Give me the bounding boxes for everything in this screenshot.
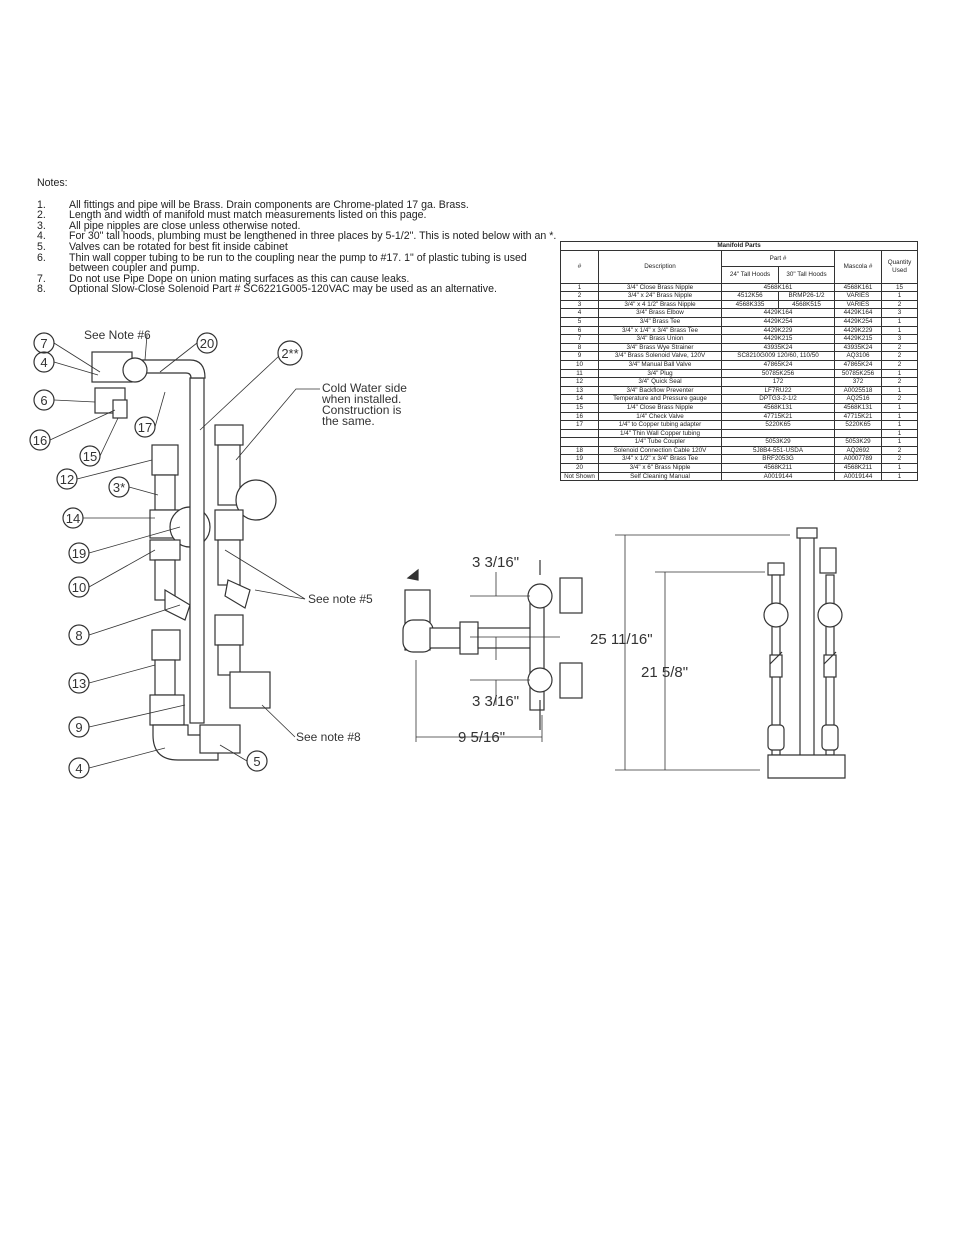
col-header-num: # [560,249,599,284]
see-note-8-label: See note #8 [296,730,361,744]
leader-lines [49,334,320,769]
callout-label: 12 [60,472,74,487]
top-view-drawing [402,560,583,730]
callout-label: 6 [40,393,47,408]
callout-label: 14 [66,511,80,526]
note-item: 3. All pipe nipples are close unless othe… [37,221,562,232]
note-item: 6. Thin wall copper tubing to be run to t… [37,251,562,275]
dim-width: 9 5/16" [458,729,505,746]
callout-label: 7 [40,336,47,351]
callout-label: 3* [113,480,125,495]
note-text: All pipe nipples are close unless otherw… [69,219,301,232]
note-number: 2. [37,209,46,222]
note-item: 1. All fittings and pipe will be Brass. D… [37,198,562,211]
note-text: Do not use Pipe Dope on union mating sur… [69,272,410,285]
col-header-quantity: Quantity Used [880,249,919,284]
note-item: 7. Do not use Pipe Dope on union mating s… [37,274,562,285]
dim-height-inner: 21 5/8" [641,664,688,681]
note-item: 4. For 30" tall hoods, plumbing must be l… [37,231,562,242]
dim-bottom-gap: 3 3/16" [472,693,519,710]
note-text: For 30" tall hoods, plumbing must be len… [69,230,557,243]
cell-quantity: 1 [880,471,919,482]
note-number: 7. [37,272,46,285]
note-text: Optional Slow-Close Solenoid Part # SC62… [69,283,497,296]
callout-label: 4 [40,355,47,370]
note-item: 5. Valves can be rotated for best fit ins… [37,242,562,253]
callout-label: 5 [253,754,260,769]
callout-label: 9 [75,720,82,735]
note-number: 5. [37,240,46,253]
callout-bubble [277,340,303,366]
manifold-parts-table: Manifold Parts # Description Part # Masc… [559,241,919,482]
callout-label: 16 [33,433,47,448]
note-text: Length and width of manifold must match … [69,209,427,222]
dim-top-gap: 3 3/16" [472,554,519,571]
dim-height-total: 25 11/16" [590,631,653,648]
note-number: 3. [37,219,46,232]
notes-heading: Notes: [37,177,68,189]
callout-label: 13 [72,676,86,691]
callout-label: 8 [75,628,82,643]
note-text: Valves can be rotated for best fit insid… [69,240,288,253]
callout-label: 4 [75,761,82,776]
iso-right-pipe [214,424,277,709]
col-header-mascola: Mascola # [834,249,882,284]
callout-label: 17 [138,420,152,435]
callout-label: 10 [72,580,86,595]
cold-water-line-3: Construction is [322,403,401,417]
cold-water-line-1: Cold Water side [322,381,407,395]
cold-water-line-2: when installed. [321,392,401,406]
note-text: Thin wall copper tubing to be run to the… [69,251,527,275]
see-note-5-label: See note #5 [308,592,373,606]
col-header-30-tall: 30" Tall Hoods [778,266,835,284]
callout-label: 15 [83,449,97,464]
top-view-dimensions [415,572,560,742]
col-header-description: Description [598,249,722,284]
note-number: 1. [37,198,46,211]
see-note-6-label: See Note #6 [84,328,151,342]
iso-tall-tube [91,351,206,724]
front-view-dimensions [615,534,790,771]
note-number: 4. [37,230,46,243]
notes-block: Notes: 1. All fittings and pipe will be B… [37,178,562,295]
cold-water-line-4: the same. [322,414,375,428]
callout-label: 19 [72,546,86,561]
front-view-drawing [763,527,846,779]
note-number: 6. [37,251,46,264]
note-item: 8. Optional Slow-Close Solenoid Part # SC… [37,284,562,295]
callout-label: 20 [200,336,214,351]
callout-label: 2** [281,346,298,361]
note-text: All fittings and pipe will be Brass. Dra… [69,198,469,211]
note-number: 8. [37,283,46,296]
note-item: 2. Length and width of manifold must matc… [37,210,562,221]
